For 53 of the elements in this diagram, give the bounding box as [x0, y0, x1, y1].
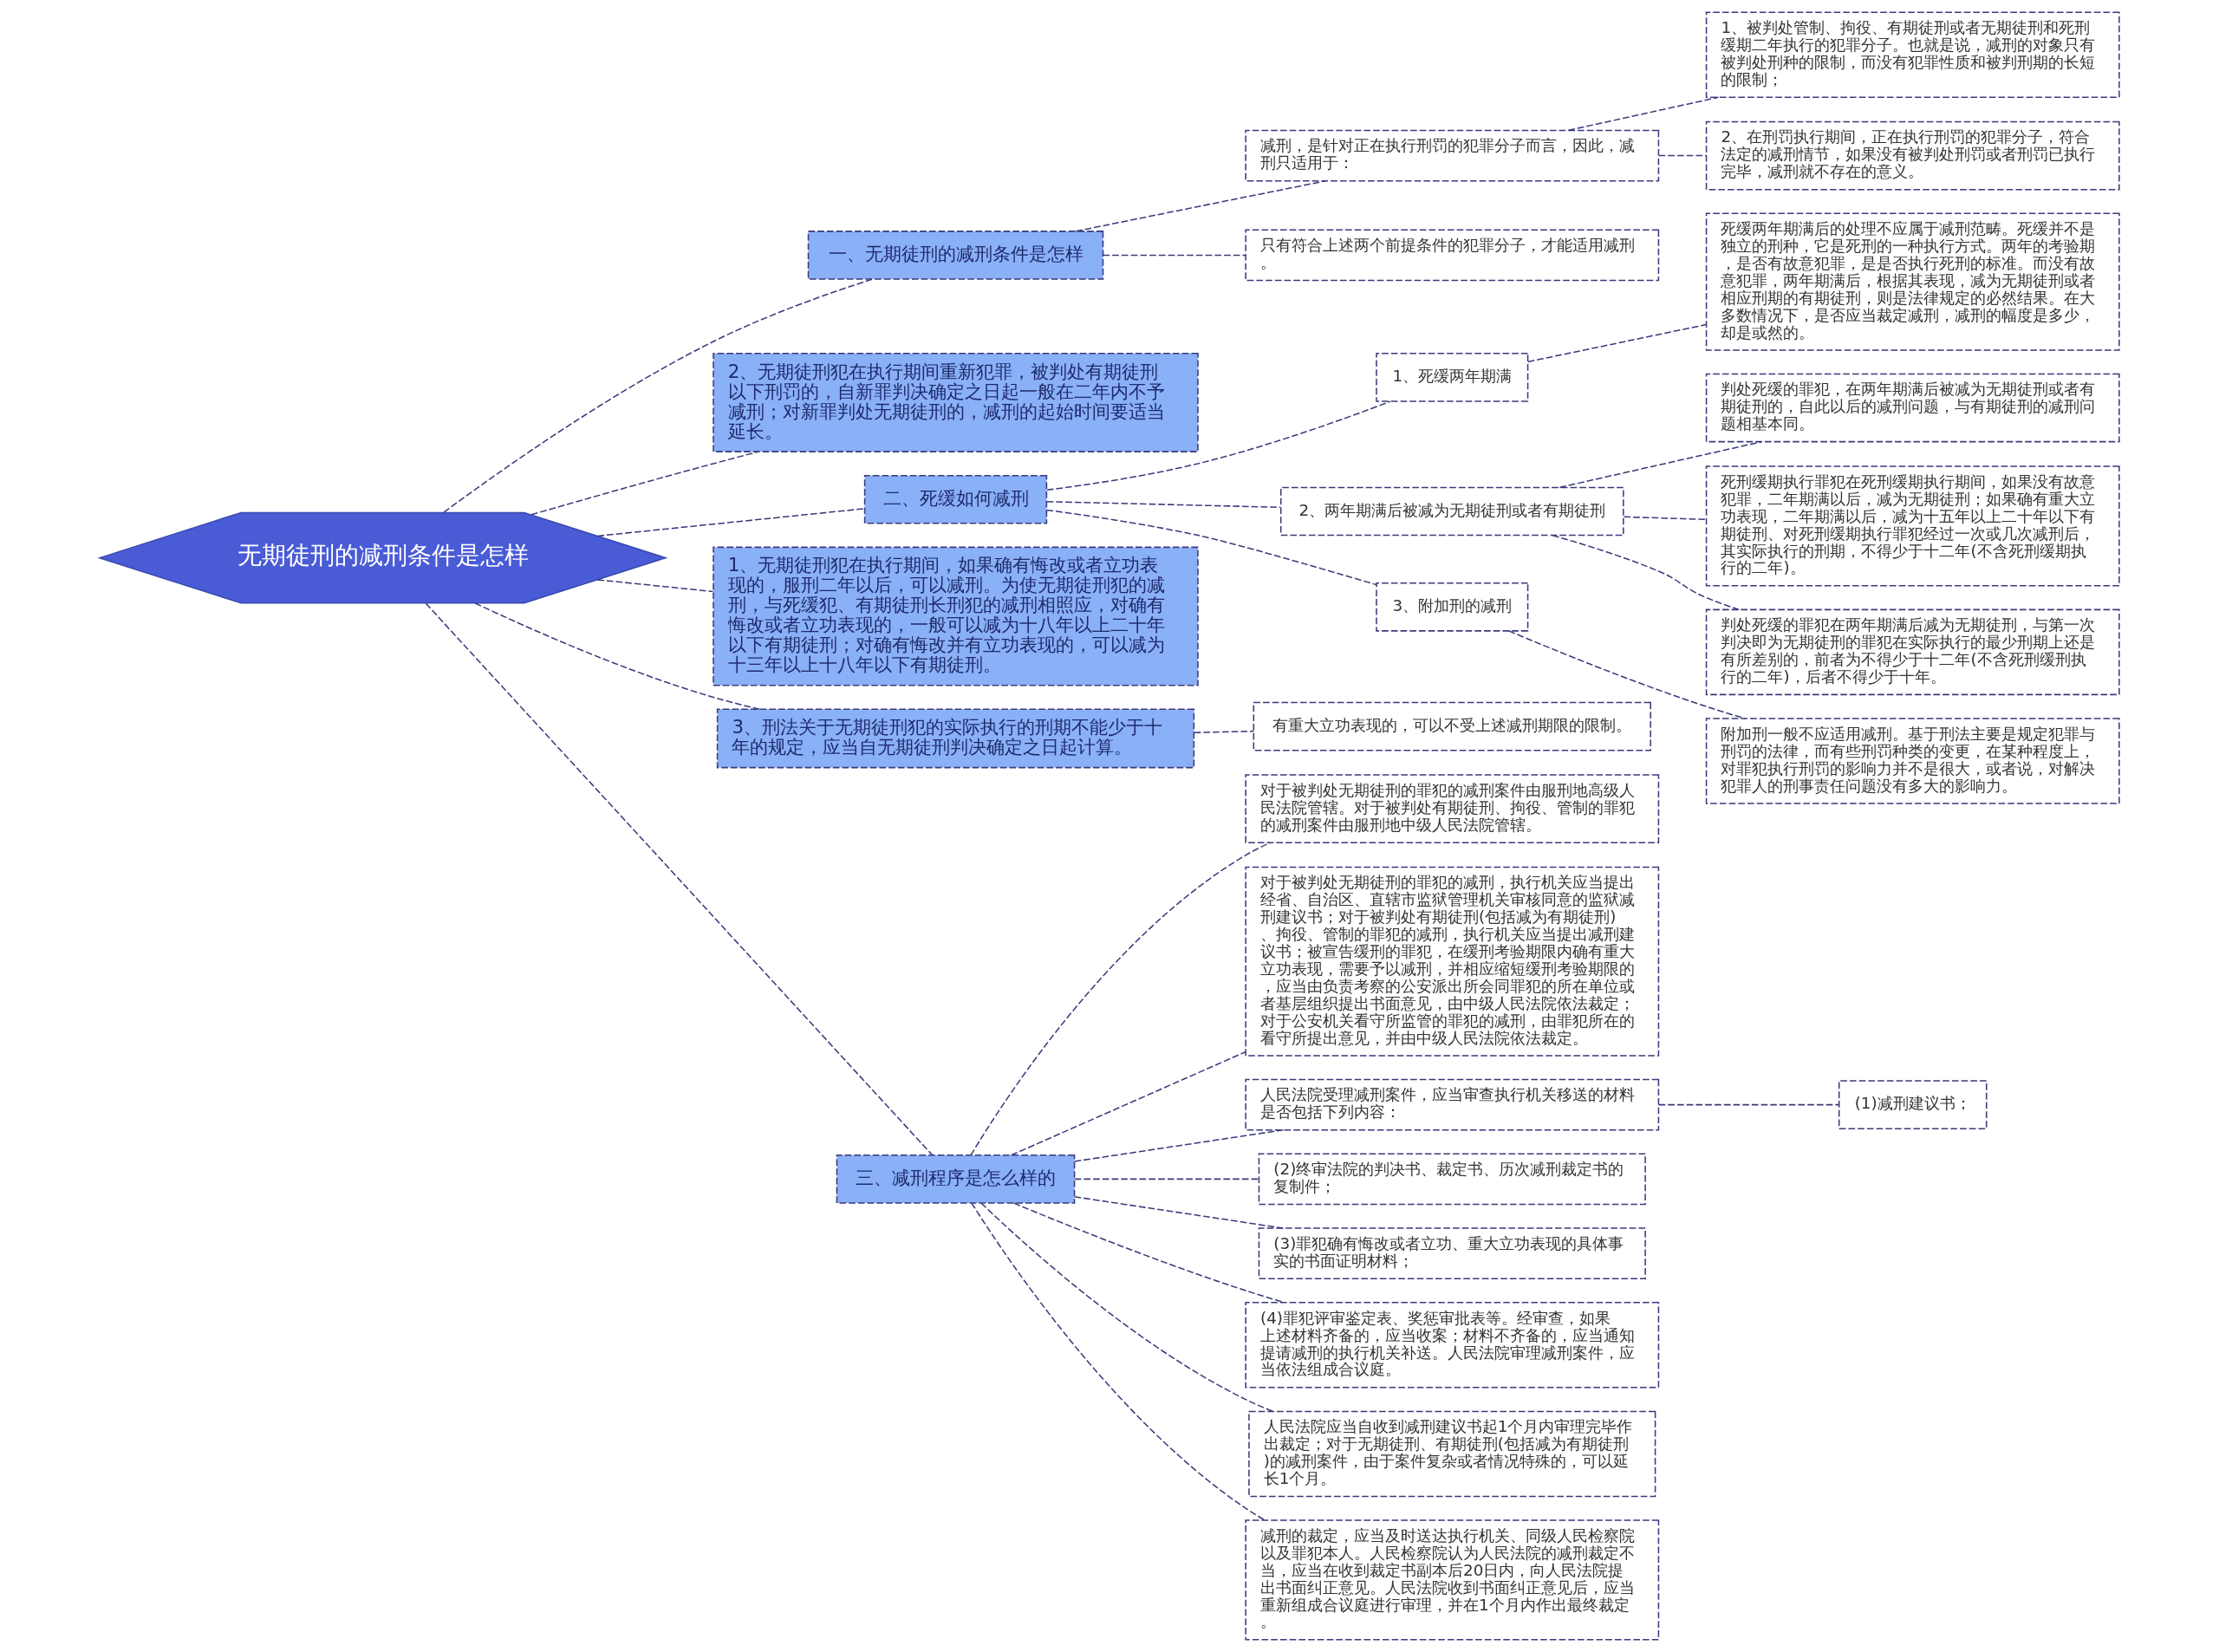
connector	[1046, 501, 1282, 509]
node-box: 2、无期徒刑犯在执行期间重新犯罪，被判处有期徒刑以下刑罚的，自新罪判决确定之日起一般在二年内不予减刑；对新罪判处无期徒刑的，减刑的起始时间要适当延长。	[713, 353, 1199, 452]
node-box: 减刑，是针对正在执行刑罚的犯罪分子而言，因此，减刑只适用于：	[1245, 129, 1660, 182]
connector	[1567, 96, 1720, 132]
node-box: 人民法院受理减刑案件，应当审查执行机关移送的材料是否包括下列内容：	[1245, 1078, 1660, 1131]
connector	[530, 451, 759, 516]
connector	[474, 602, 760, 710]
node-box: (3)罪犯确有悔改或者立功、重大立功表现的具体事实的书面证明材料；	[1258, 1227, 1646, 1279]
node-box: 人民法院应当自收到减刑建议书起1个月内审理完毕作出裁定；对于无期徒刑、有期徒刑(包括减为有期徒刑)的减刑案件，由于案件复杂或者情况特殊的，可以延长1个月。	[1248, 1410, 1656, 1498]
node-box: 2、两年期满后被减为无期徒刑或者有期徒刑	[1279, 486, 1624, 537]
node-box: 1、被判处管制、拘役、有期徒刑或者无期徒刑和死刑缓期二年执行的犯罪分子。也就是说，减刑的对象只有被判处刑种的限制，而没有犯罪性质和被判刑期的长短的限制；	[1705, 11, 2120, 98]
node-box: (4)罪犯评审鉴定表、奖惩审批表等。经审查，如果上述材料齐备的，应当收案；材料不齐备的，应当通知提请减刑的执行机关补送。人民法院审理减刑案件，应当依法组成合议庭。	[1245, 1302, 1660, 1389]
connector	[425, 602, 934, 1156]
connector	[596, 579, 714, 593]
node-box: 有重大立功表现的，可以不受上述减刑期限的限制。	[1253, 701, 1651, 751]
connector	[1075, 179, 1327, 232]
connector	[970, 842, 1272, 1156]
node-box: 只有符合上述两个前提条件的犯罪分子，才能适用减刑。	[1245, 229, 1660, 282]
connector	[1074, 1178, 1260, 1180]
node-box: 判处死缓的罪犯在两年期满后减为无期徒刑，与第一次判决即为无期徒刑的罪犯在实际执行的最少刑期上还是有所差别的，前者为不得少于十二年(不含死刑缓刑执行的二年)，后者不得少于十年。	[1705, 608, 2120, 696]
node-box: 判处死缓的罪犯，在两年期满后被减为无期徒刑或者有期徒刑的，自此以后的减刑问题，与有期徒刑的减刑问题相基本同。	[1705, 373, 2120, 443]
connector	[971, 1202, 1266, 1521]
connector	[1045, 509, 1377, 586]
connector	[1010, 1050, 1246, 1156]
node-box: 死刑缓期执行罪犯在死刑缓期执行期间，如果没有故意犯罪，二年期满以后，减为无期徒刑；如果确有重大立功表现，二年期满以后，减为十五年以上二十年以下有期徒刑、对死刑缓期执行罪犯经过一次或几次减刑后，其实际执行的刑期，不得少于十二年(不含死刑缓期执行的二年)。	[1705, 465, 2120, 587]
node-box: 三、减刑程序是怎么样的	[836, 1154, 1076, 1204]
node-box: 减刑的裁定，应当及时送达执行机关、同级人民检察院以及罪犯本人。人民检察院认为人民法院的减刑裁定不当，应当在收到裁定书副本后20日内，向人民法院提出书面纠正意见。人民法院收到书面纠正意见后，应当重新组成合议庭进行审理，并在1个月内作出最终裁定。	[1245, 1519, 1660, 1641]
node-box: 二、死缓如何减刑	[863, 474, 1048, 524]
node-box: 2、在刑罚执行期间，正在执行刑罚的犯罪分子，符合法定的减刑情节，如果没有被判处刑罚或者刑罚已执行完毕，减刑就不存在的意义。	[1705, 120, 2120, 191]
node-box: (2)终审法院的判决书、裁定书、历次减刑裁定书的复制件；	[1258, 1153, 1646, 1206]
connector	[1527, 323, 1707, 363]
connector	[1657, 154, 1708, 157]
connector	[980, 1202, 1273, 1412]
node-box: 对于被判处无期徒刑的罪犯的减刑案件由服刑地高级人民法院管辖。对于被判处有期徒刑、拘役、管制的罪犯的减刑案件由服刑地中级人民法院管辖。	[1245, 774, 1660, 843]
connector	[1623, 516, 1708, 521]
node-box: 附加刑一般不应适用减刑。基于刑法主要是规定犯罪与刑罚的法律，而有些刑罚种类的变更，在某种程度上，对罪犯执行刑罚的影响力并不是很大，或者说，对解决犯罪人的刑事责任问题没有多大的影响力。	[1705, 718, 2120, 804]
node-box: 1、死缓两年期满	[1376, 353, 1529, 402]
node-box: (1)减刑建议书；	[1838, 1080, 1988, 1129]
connector	[596, 508, 866, 537]
connector	[1657, 1103, 1840, 1106]
connector	[1046, 400, 1391, 491]
node-box: 3、刑法关于无期徒刑犯的实际执行的刑期不能少于十年的规定，应当自无期徒刑判决确定之日起计算。	[716, 708, 1195, 769]
node-box: 死缓两年期满后的处理不应属于减刑范畴。死缓并不是独立的刑种，它是死刑的一种执行方式。两年的考验期，是否有故意犯罪，是是否执行死刑的标准。而没有故意犯罪，两年期满后，根据其表现，减为无期徒刑或者相应刑期的有期徒刑，则是法律规定的必然结果。在大多数情况下，是否应当裁定减刑，减刑的幅度是多少，却是或然的。	[1705, 212, 2120, 351]
node-box: 3、附加刑的减刑	[1376, 582, 1529, 632]
connector	[1193, 730, 1254, 734]
node-box: 1、无期徒刑犯在执行期间，如果确有悔改或者立功表现的，服刑二年以后，可以减刑。为使无期徒刑犯的减刑，与死缓犯、有期徒刑长刑犯的减刑相照应，对确有悔改或者立功表现的，一般可以减为十八年以上二十年以下有期徒刑；对确有悔改并有立功表现的，可以减为十三年以上十八年以下有期徒刑。	[713, 546, 1199, 686]
node-box: 对于被判处无期徒刑的罪犯的减刑，执行机关应当提出经省、自治区、直辖市监狱管理机关审核同意的监狱减刑建议书；对于被判处有期徒刑(包括减为有期徒刑)、拘役、管制的罪犯的减刑，执行机关应当提出减刑建议书；被宣告缓刑的罪犯，在缓刑考验期限内确有重大立功表现，需要予以减刑，并相应缩短缓刑考验期限的，应当由负责考察的公安派出所会同罪犯的所在单位或者基层组织提出书面意见，由中级人民法院依法裁定；对于公安机关看守所监管的罪犯的减刑，由罪犯所在的看守所提出意见，并由中级人民法院依法裁定。	[1245, 866, 1660, 1057]
node-box: 一、无期徒刑的减刑条件是怎样	[807, 231, 1104, 280]
connector	[1559, 440, 1763, 489]
connector	[1102, 254, 1246, 257]
connector	[1074, 1196, 1285, 1229]
connector	[443, 278, 874, 513]
connector	[1074, 1128, 1285, 1162]
